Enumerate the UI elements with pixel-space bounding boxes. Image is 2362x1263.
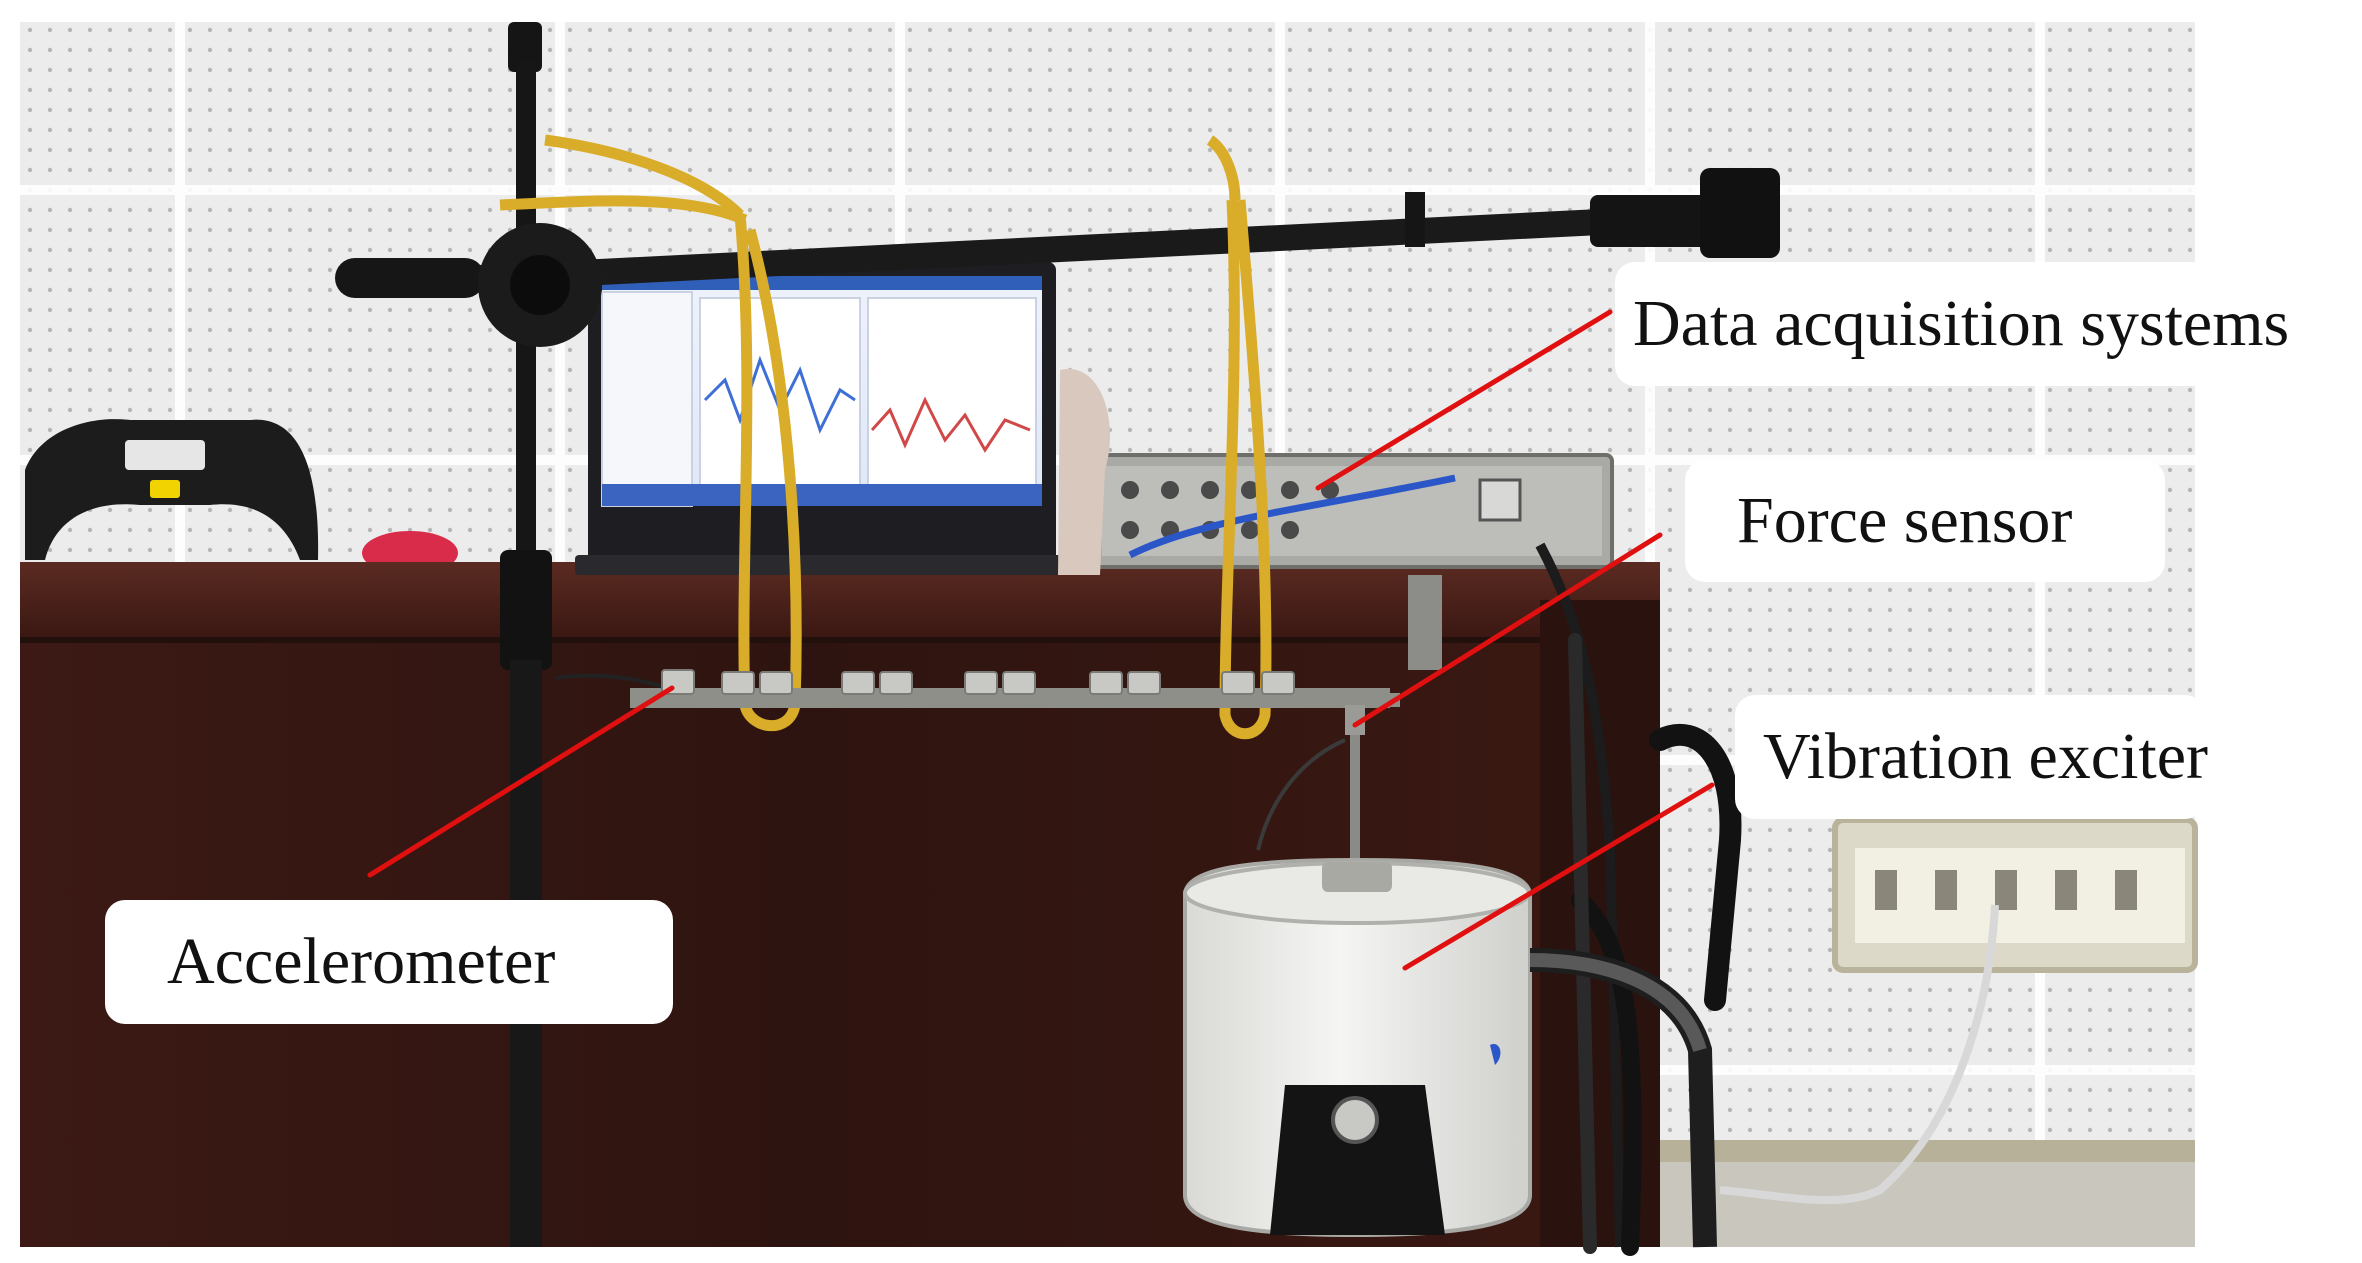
chair [1568,633,1742,1256]
pointer-accelerometer [367,685,675,878]
laptop [575,262,1075,575]
label-force-sensor-text: Force sensor [1737,484,2073,557]
floor [1560,1150,2195,1247]
data-acquisition-unit [1090,453,1614,569]
label-accelerometer-text: Accelerometer [167,925,556,998]
floor-strip [1560,1140,2195,1162]
pointer-force-sensor [1352,532,1663,728]
force-sensor [1256,705,1365,865]
power-outlet-strip [1719,817,2198,1205]
elastic-cords [499,134,1272,740]
bracket [1408,575,1442,670]
pointer-data-acquisition [1315,309,1613,491]
pointer-lines [367,309,1715,971]
label-accelerometer: Accelerometer [105,900,673,1024]
label-vibration-exciter: Vibration exciter [1735,695,2209,819]
label-data-acquisition: Data acquisition systems [1615,262,2360,386]
stand-pole [500,22,552,1247]
bag [1058,368,1110,575]
sensor-cable [1535,542,1625,1248]
gamepad-device [25,419,319,560]
boom-arm [335,168,1780,347]
label-force-sensor: Force sensor [1685,460,2165,582]
pointer-vibration-exciter [1402,782,1715,971]
vibration-exciter [1183,857,1532,1238]
label-vibration-exciter-text: Vibration exciter [1763,720,2209,793]
accelerometer-blocks [661,669,1295,695]
label-data-acquisition-text: Data acquisition systems [1633,287,2290,360]
